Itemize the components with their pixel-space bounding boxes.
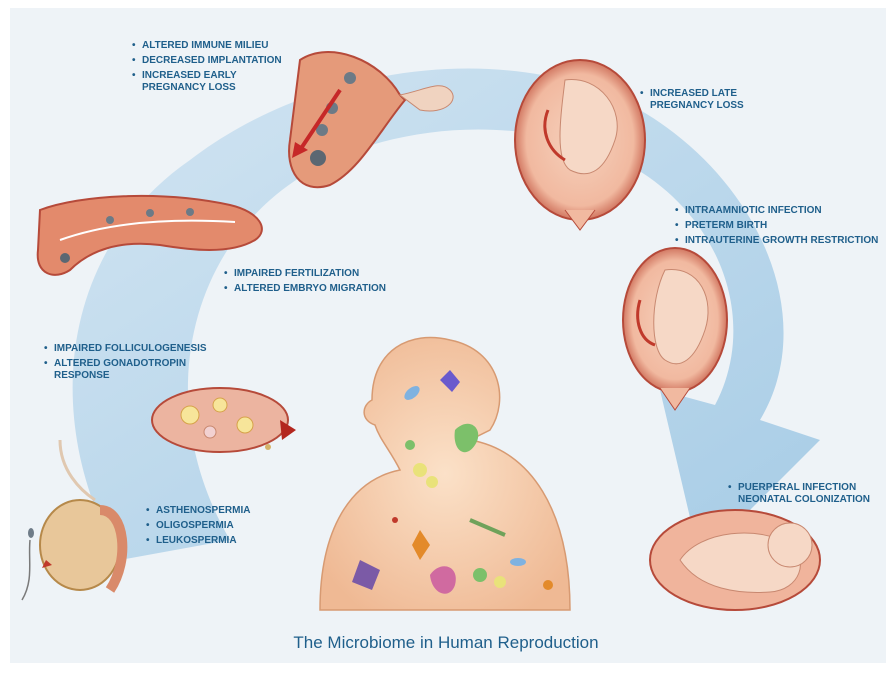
callout-uterus: •ALTERED IMMUNE MILIEU •DECREASED IMPLAN… xyxy=(132,40,282,97)
callout-postpartum: •PUERPERAL INFECTION NEONATAL COLONIZATI… xyxy=(728,482,870,509)
callout-item: •INCREASED LATE xyxy=(640,88,744,100)
callout-item: •IMPAIRED FERTILIZATION xyxy=(224,268,386,280)
callout-item: •INCREASED EARLY xyxy=(132,70,282,82)
callout-item: •DECREASED IMPLANTATION xyxy=(132,55,282,67)
postpartum-illustration xyxy=(650,510,820,610)
late-pregnancy-illustration xyxy=(515,60,645,230)
callout-ovary: •IMPAIRED FOLLICULOGENESIS •ALTERED GONA… xyxy=(44,343,207,385)
human-bust-illustration xyxy=(320,338,570,611)
callout-testis: •ASTHENOSPERMIA •OLIGOSPERMIA •LEUKOSPER… xyxy=(146,505,250,550)
intraamniotic-illustration xyxy=(623,248,727,410)
callout-fallopian: •IMPAIRED FERTILIZATION •ALTERED EMBRYO … xyxy=(224,268,386,298)
diagram-title: The Microbiome in Human Reproduction xyxy=(0,633,892,653)
callout-item-continued: NEONATAL COLONIZATION xyxy=(728,494,870,506)
callout-item-continued: PREGNANCY LOSS xyxy=(132,82,282,94)
callout-item: •ALTERED GONADOTROPIN xyxy=(44,358,207,370)
callout-intraamniotic: •INTRAAMNIOTIC INFECTION •PRETERM BIRTH … xyxy=(675,205,878,250)
callout-late-pregnancy: •INCREASED LATE PREGNANCY LOSS xyxy=(640,88,744,115)
callout-item: •PRETERM BIRTH xyxy=(675,220,878,232)
callout-item: •PUERPERAL INFECTION xyxy=(728,482,870,494)
callout-item: •LEUKOSPERMIA xyxy=(146,535,250,547)
callout-item: •ALTERED EMBRYO MIGRATION xyxy=(224,283,386,295)
callout-item: •INTRAAMNIOTIC INFECTION xyxy=(675,205,878,217)
callout-item: •ALTERED IMMUNE MILIEU xyxy=(132,40,282,52)
callout-item-continued: RESPONSE xyxy=(44,370,207,382)
callout-item-continued: PREGNANCY LOSS xyxy=(640,100,744,112)
ovary-illustration xyxy=(152,388,296,452)
callout-item: •IMPAIRED FOLLICULOGENESIS xyxy=(44,343,207,355)
callout-item: •OLIGOSPERMIA xyxy=(146,520,250,532)
callout-item: •ASTHENOSPERMIA xyxy=(146,505,250,517)
callout-item: •INTRAUTERINE GROWTH RESTRICTION xyxy=(675,235,878,247)
